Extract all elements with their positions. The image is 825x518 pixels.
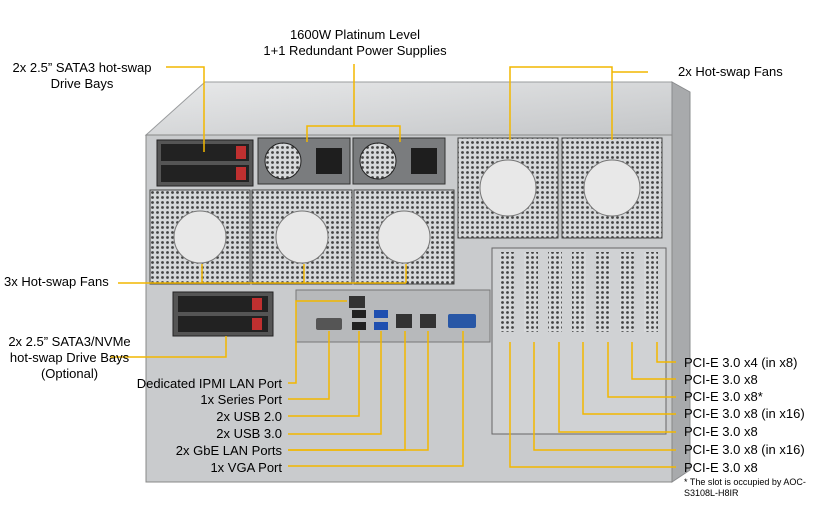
top-drive-bays-line-2: Drive Bays <box>50 76 114 91</box>
pcie-slot-label: PCI-E 3.0 x8 <box>684 460 758 475</box>
top-fans-callout: 2x Hot-swap Fans <box>678 64 783 79</box>
pcie-slot-label: PCI-E 3.0 x4 (in x8) <box>684 355 798 370</box>
bottom-drive-bays <box>172 291 274 337</box>
series-port-label: 1x Series Port <box>200 392 282 407</box>
power-supplies <box>257 137 446 185</box>
psu-callout-line-1: 1600W Platinum Level <box>289 27 421 42</box>
pcie-slot-label: PCI-E 3.0 x8 <box>684 372 758 387</box>
ipmi-port-label: Dedicated IPMI LAN Port <box>136 376 282 391</box>
vga-port-label: 1x VGA Port <box>210 460 282 475</box>
middle-fans <box>149 189 455 285</box>
top-drive-bays-callout: 2x 2.5” SATA3 hot-swap Drive Bays <box>2 60 162 92</box>
io-panel <box>295 289 491 343</box>
usb2-label: 2x USB 2.0 <box>216 409 282 424</box>
bottom-drive-bays-line-2: hot-swap Drive Bays <box>9 350 130 365</box>
footnote-line-1: * The slot is occupied by AOC- <box>684 477 806 487</box>
psu-callout: 1600W Platinum Level 1+1 Redundant Power… <box>250 27 460 59</box>
chassis-lid <box>144 81 673 136</box>
middle-fans-callout: 3x Hot-swap Fans <box>4 274 109 289</box>
pcie-slot-label: PCI-E 3.0 x8 (in x16) <box>684 442 805 457</box>
bottom-drive-bays-line-3: (Optional) <box>40 366 99 381</box>
psu-callout-line-2: 1+1 Redundant Power Supplies <box>263 43 447 58</box>
bottom-drive-bays-line-1: 2x 2.5” SATA3/NVMe <box>8 334 131 349</box>
chassis-side <box>671 81 691 483</box>
bottom-drive-bays-callout: 2x 2.5” SATA3/NVMe hot-swap Drive Bays (… <box>2 334 137 382</box>
top-fans <box>457 137 663 239</box>
top-drive-bays-line-1: 2x 2.5” SATA3 hot-swap <box>12 60 152 75</box>
gbe-lan-label: 2x GbE LAN Ports <box>175 443 282 458</box>
pcie-slot-label: PCI-E 3.0 x8 (in x16) <box>684 406 805 421</box>
usb3-label: 2x USB 3.0 <box>216 426 282 441</box>
footnote: * The slot is occupied by AOC- S3108L-H8… <box>684 477 806 499</box>
pcie-slot-label: PCI-E 3.0 x8* <box>684 389 763 404</box>
pcie-cage <box>491 247 667 435</box>
pcie-slot-label: PCI-E 3.0 x8 <box>684 424 758 439</box>
footnote-line-2: S3108L-H8IR <box>684 488 739 498</box>
callout-leaders <box>110 64 676 468</box>
top-drive-bays <box>156 139 254 187</box>
